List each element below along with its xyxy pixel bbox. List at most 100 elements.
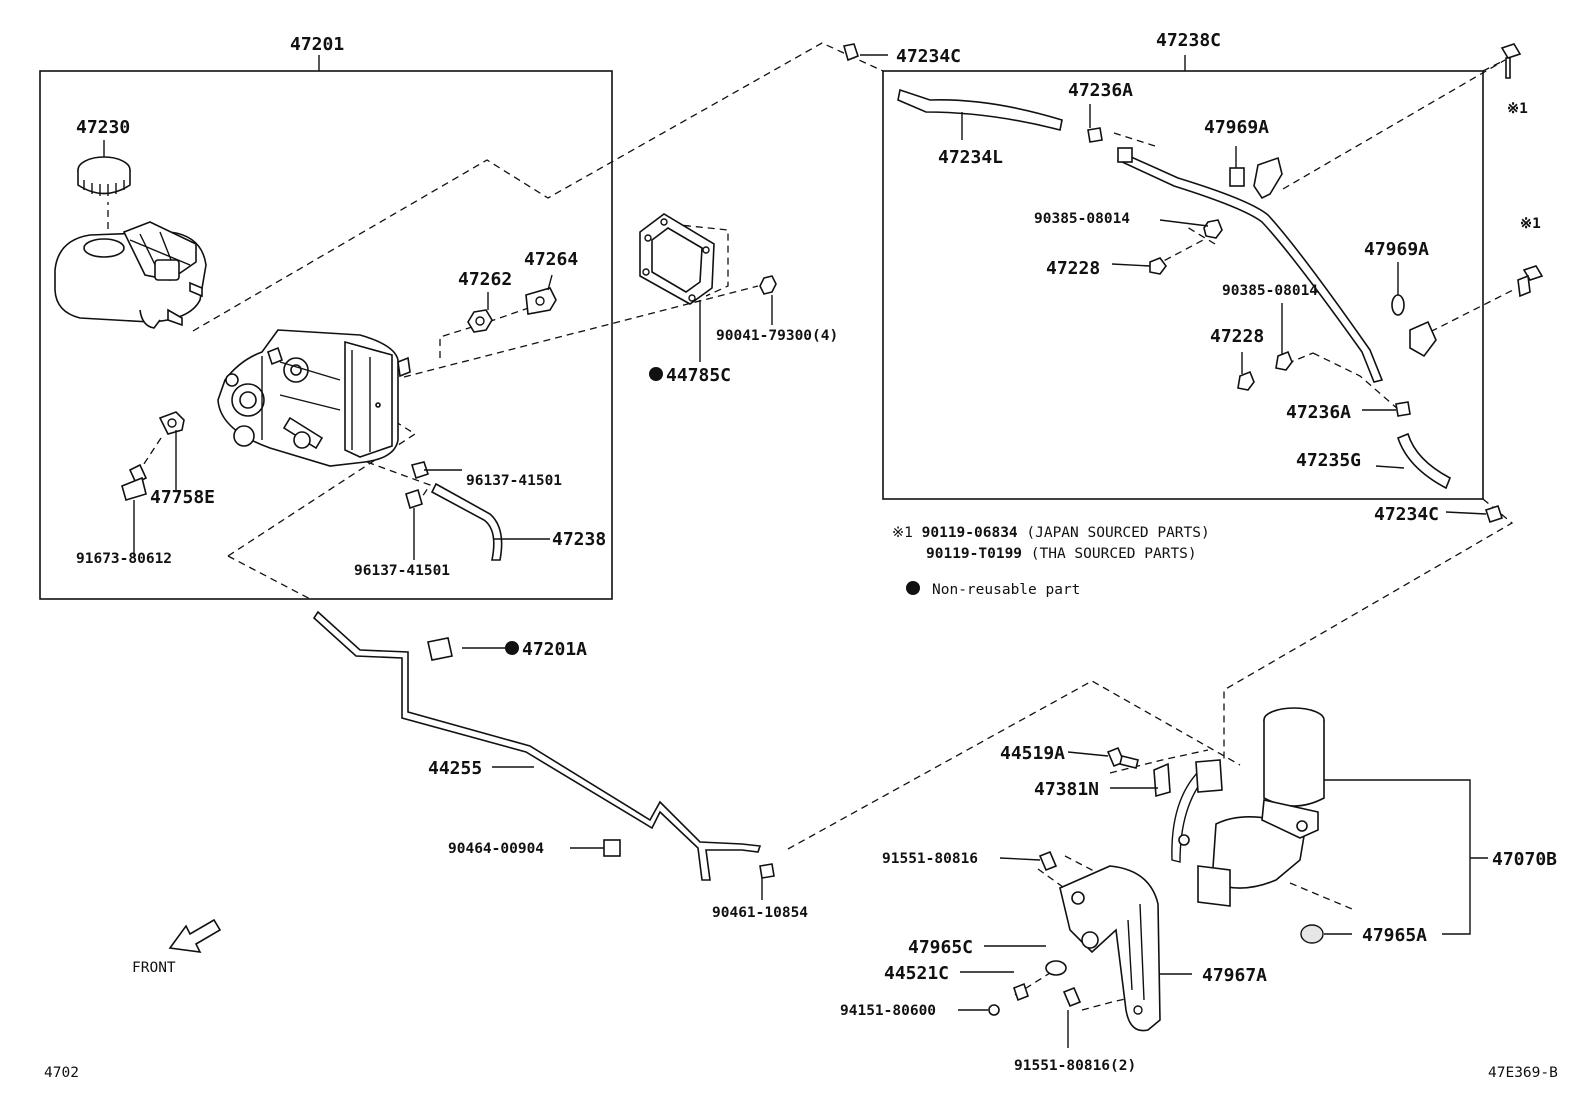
- label-47234L: 47234L: [938, 147, 1003, 168]
- label-47235G: 47235G: [1296, 450, 1361, 471]
- label-44519A: 44519A: [1000, 743, 1065, 764]
- clip-47201A: [427, 637, 453, 661]
- note-line2-text: (THA SOURCED PARTS): [1031, 546, 1197, 562]
- label-44785C: 44785C: [666, 365, 731, 386]
- note-line1-text: (JAPAN SOURCED PARTS): [1026, 525, 1209, 541]
- reservoir-cap: [77, 156, 131, 196]
- label-96137-41501-b: 96137-41501: [354, 563, 450, 579]
- label-mark1-top: ※1: [1507, 101, 1528, 117]
- bolt-91551-80816-2: [1062, 986, 1082, 1008]
- label-47967A: 47967A: [1202, 965, 1267, 986]
- nut-47228-b: [1237, 370, 1255, 391]
- clip-96137-41501-b: [405, 488, 423, 510]
- label-47234C-bot: 47234C: [1374, 504, 1439, 525]
- page-code-left: 4702: [44, 1065, 79, 1081]
- pipe-47238C: [1117, 147, 1384, 383]
- front-label: FRONT: [132, 960, 176, 976]
- label-90464-00904: 90464-00904: [448, 841, 544, 857]
- note-non-reusable: Non-reusable part: [932, 582, 1080, 598]
- label-47228-b: 47228: [1210, 326, 1264, 347]
- label-47070B: 47070B: [1492, 849, 1557, 870]
- bracket-47967A: [1059, 865, 1161, 1032]
- label-47238: 47238: [552, 529, 606, 550]
- bracket-47969A-mid: [1391, 294, 1437, 358]
- clamp-47236A-bot: [1395, 401, 1411, 417]
- front-arrow-icon: [168, 918, 222, 953]
- clip-90461-10854: [759, 863, 775, 879]
- label-91551-80816: 91551-80816: [882, 851, 978, 867]
- label-47758E: 47758E: [150, 487, 215, 508]
- non-reusable-legend-dot: [906, 581, 920, 595]
- label-47228-a: 47228: [1046, 258, 1100, 279]
- label-44521C: 44521C: [884, 963, 949, 984]
- nut-90385-08014-a: [1203, 219, 1223, 239]
- clip-47234C-top: [842, 43, 859, 62]
- gasket-44785C: [639, 213, 715, 305]
- clamp-47236A-top: [1087, 127, 1103, 143]
- bracket-47758E: [158, 411, 185, 435]
- label-47965A: 47965A: [1362, 925, 1427, 946]
- bolt-44519A: [1106, 746, 1139, 769]
- label-47234C-top: 47234C: [896, 46, 961, 67]
- non-reusable-dot-47201A: [505, 641, 519, 655]
- nut-90041-79300: [759, 275, 777, 295]
- label-47969A-top: 47969A: [1204, 117, 1269, 138]
- label-94151-80600: 94151-80600: [840, 1003, 936, 1019]
- label-44255: 44255: [428, 758, 482, 779]
- label-mark1-mid: ※1: [1520, 216, 1541, 232]
- label-47236A-bot: 47236A: [1286, 402, 1351, 423]
- note-ref-mark: ※1: [892, 525, 913, 541]
- label-90461-10854: 90461-10854: [712, 905, 808, 921]
- bracket-47969A-top: [1229, 156, 1283, 200]
- label-47230: 47230: [76, 117, 130, 138]
- clip-96137-41501-a: [410, 461, 430, 480]
- label-96137-41501-a: 96137-41501: [466, 473, 562, 489]
- hose-47234L: [897, 88, 1063, 131]
- bolt-mark1-top: [1500, 43, 1522, 79]
- collar-44521C: [1013, 982, 1029, 1002]
- page-code-right: 47E369-B: [1488, 1065, 1558, 1081]
- note-line2: 90119-T0199 (THA SOURCED PARTS): [926, 546, 1197, 562]
- assembly-box-47201: [39, 70, 613, 600]
- label-47201: 47201: [290, 34, 344, 55]
- label-47264: 47264: [524, 249, 578, 270]
- label-47201A: 47201A: [522, 639, 587, 660]
- nut-90385-08014-b: [1275, 350, 1293, 371]
- label-90385-08014-a: 90385-08014: [1034, 211, 1130, 227]
- clip-90464-00904: [603, 839, 621, 857]
- label-47381N: 47381N: [1034, 779, 1099, 800]
- label-91551-80816-2: 91551-80816(2): [1014, 1058, 1136, 1074]
- bolt-91551-80816: [1038, 850, 1058, 872]
- nut-94151-80600: [988, 1004, 1000, 1016]
- non-reusable-dot-44785C: [649, 367, 663, 381]
- label-47236A-top: 47236A: [1068, 80, 1133, 101]
- label-90041-79300: 90041-79300(4): [716, 328, 838, 344]
- label-47969A-mid: 47969A: [1364, 239, 1429, 260]
- bracket-47264: [525, 287, 557, 315]
- nut-47262: [467, 309, 493, 333]
- brake-line-44255: [312, 610, 762, 881]
- bracket-47381N: [1153, 762, 1171, 798]
- label-91673-80612: 91673-80612: [76, 551, 172, 567]
- brake-actuator-assembly: [217, 329, 411, 467]
- clip-47234C-bot: [1484, 504, 1504, 524]
- label-47238C: 47238C: [1156, 30, 1221, 51]
- nut-47228-a: [1149, 257, 1167, 275]
- label-47262: 47262: [458, 269, 512, 290]
- bolt-mark1-mid: [1517, 265, 1544, 298]
- grommet-47965A: [1300, 924, 1324, 944]
- note-line2-part: 90119-T0199: [926, 546, 1022, 562]
- sensor-91673-80612: [121, 463, 148, 501]
- brake-fluid-reservoir: [54, 221, 207, 329]
- note-ref-mark-1: ※1 90119-06834 (JAPAN SOURCED PARTS): [892, 525, 1210, 541]
- pump-motor-assembly: [1171, 707, 1325, 907]
- label-47965C: 47965C: [908, 937, 973, 958]
- note-line1-part: 90119-06834: [922, 525, 1018, 541]
- hose-47235G: [1397, 432, 1452, 490]
- assembly-box-47238C: [882, 70, 1484, 500]
- label-90385-08014-b: 90385-08014: [1222, 283, 1318, 299]
- hose-47238: [430, 482, 503, 561]
- grommet-47965C: [1045, 960, 1067, 976]
